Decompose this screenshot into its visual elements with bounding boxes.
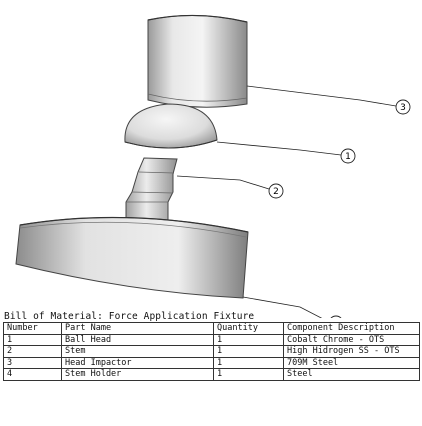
header-component-description: Component Description [283,322,420,335]
header-part-name: Part Name [61,322,214,335]
callout-1: 1 [340,148,356,164]
row-3-number: 3 [3,356,62,369]
row-2-number: 2 [3,345,62,358]
callout-2: 2 [268,183,284,199]
bom-header-row: Number Part Name Quantity Component Desc… [3,322,420,335]
stem-holder-part [15,216,249,299]
row-1-number: 1 [3,333,62,346]
row-3-quantity: 1 [213,356,284,369]
header-quantity: Quantity [213,322,284,335]
row-4-number: 4 [3,368,62,381]
row-4-description: Steel [283,368,420,381]
row-4-quantity: 1 [213,368,284,381]
row-4-part-name: Stem Holder [61,368,214,381]
row-3-description: 709M Steel [283,356,420,369]
row-3-part-name: Head Impactor [61,356,214,369]
table-row: 3 Head Impactor 1 709M Steel [3,356,420,369]
table-row: 2 Stem 1 High Hidrogen SS - OTS [3,345,420,358]
bom-caption: Bill of Material: Force Application Fixt… [4,311,255,322]
leader-lines [176,85,397,318]
header-number: Number [3,322,62,335]
callout-3: 3 [395,99,411,115]
callout-2-label: 2 [273,187,279,197]
table-row: 4 Stem Holder 1 Steel [3,368,420,381]
bill-of-material-table: Number Part Name Quantity Component Desc… [3,322,420,381]
exploded-assembly-drawing: 1 2 3 4 [15,14,411,318]
head-impactor-part [147,14,248,108]
table-row: 1 Ball Head 1 Cobalt Chrome - OTS [3,333,420,346]
callout-1-label: 1 [345,152,351,162]
callout-3-label: 3 [400,103,406,113]
stem-part [125,157,178,223]
callout-4: 4 [330,315,342,318]
row-1-description: Cobalt Chrome - OTS [283,333,420,346]
ball-head-part [124,103,218,149]
row-1-quantity: 1 [213,333,284,346]
row-2-quantity: 1 [213,345,284,358]
row-2-part-name: Stem [61,345,214,358]
row-2-description: High Hidrogen SS - OTS [283,345,420,358]
row-1-part-name: Ball Head [61,333,214,346]
